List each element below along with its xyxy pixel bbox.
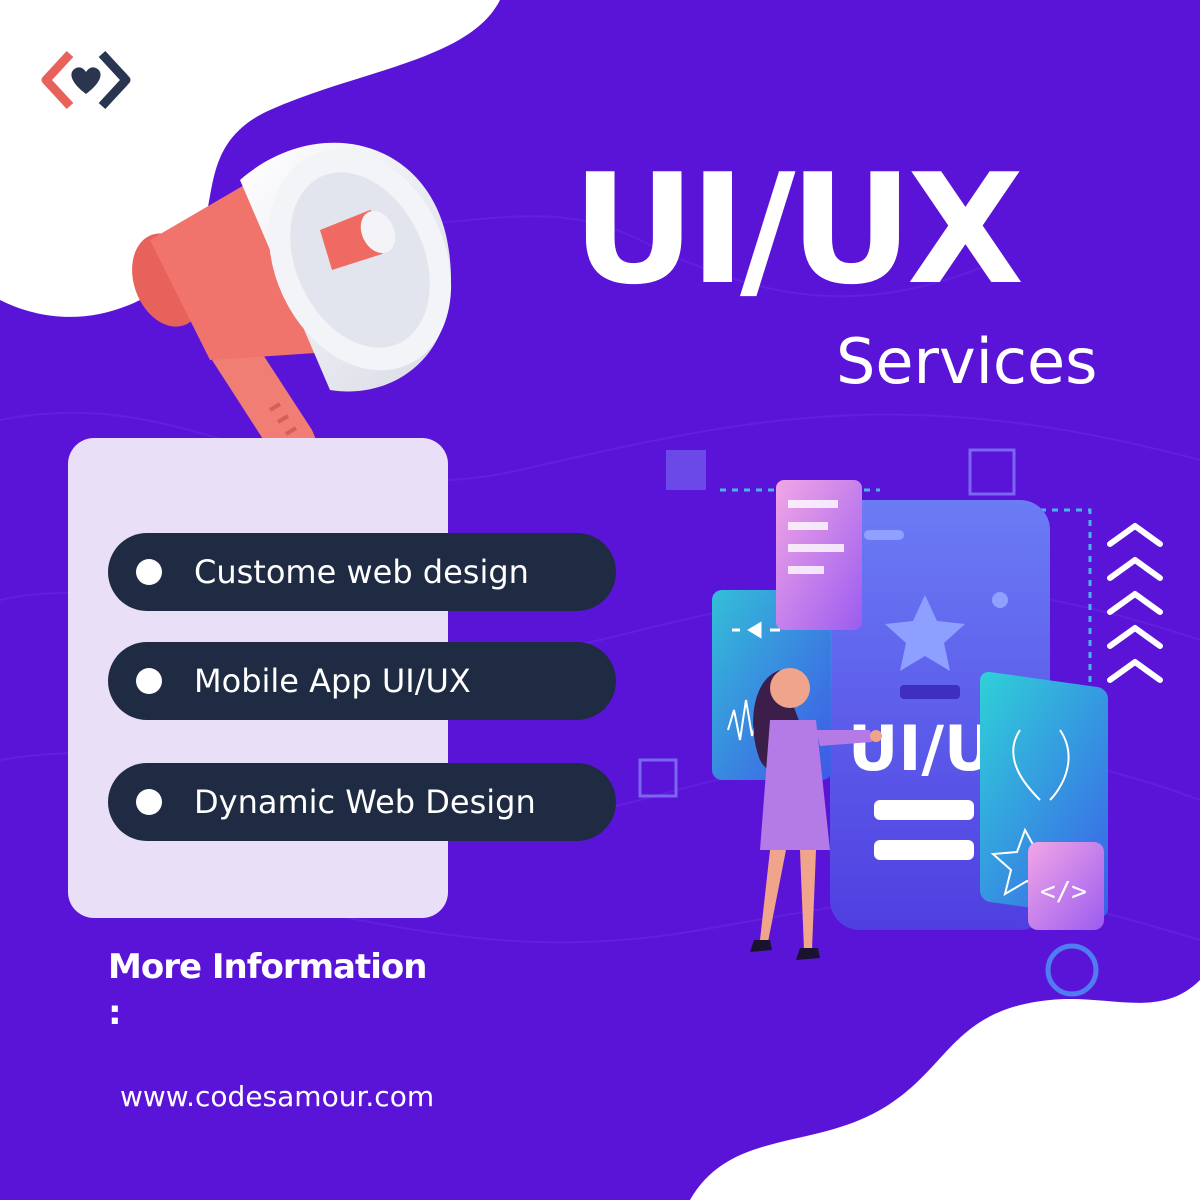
designer-figure bbox=[750, 668, 882, 960]
headline-title: UI/UX bbox=[572, 141, 1024, 318]
service-item-mobile-app: Mobile App UI/UX bbox=[108, 642, 616, 720]
ui-ux-illustration: UI/UX </> bbox=[638, 448, 1108, 997]
service-item-custom-web-design: Custome web design bbox=[108, 533, 616, 611]
bullet-icon bbox=[136, 789, 162, 815]
chevron-up-icon bbox=[1107, 523, 1163, 683]
heart-in-hexagon-icon bbox=[41, 50, 131, 110]
star-icon bbox=[885, 595, 965, 671]
service-label: Mobile App UI/UX bbox=[194, 662, 471, 700]
service-label: Dynamic Web Design bbox=[194, 783, 536, 821]
more-information-heading: More Information : bbox=[108, 947, 427, 1033]
service-label: Custome web design bbox=[194, 553, 529, 591]
headline-subtitle: Services bbox=[836, 325, 1098, 398]
decorative-blob-bottom bbox=[690, 980, 1200, 1200]
bullet-icon bbox=[136, 559, 162, 585]
pen-tool-icon bbox=[1012, 729, 1070, 801]
website-link[interactable]: www.codesamour.com bbox=[120, 1080, 435, 1113]
service-item-dynamic-web-design: Dynamic Web Design bbox=[108, 763, 616, 841]
megaphone-icon bbox=[132, 142, 452, 483]
code-icon: </> bbox=[1040, 877, 1087, 907]
bullet-icon bbox=[136, 668, 162, 694]
